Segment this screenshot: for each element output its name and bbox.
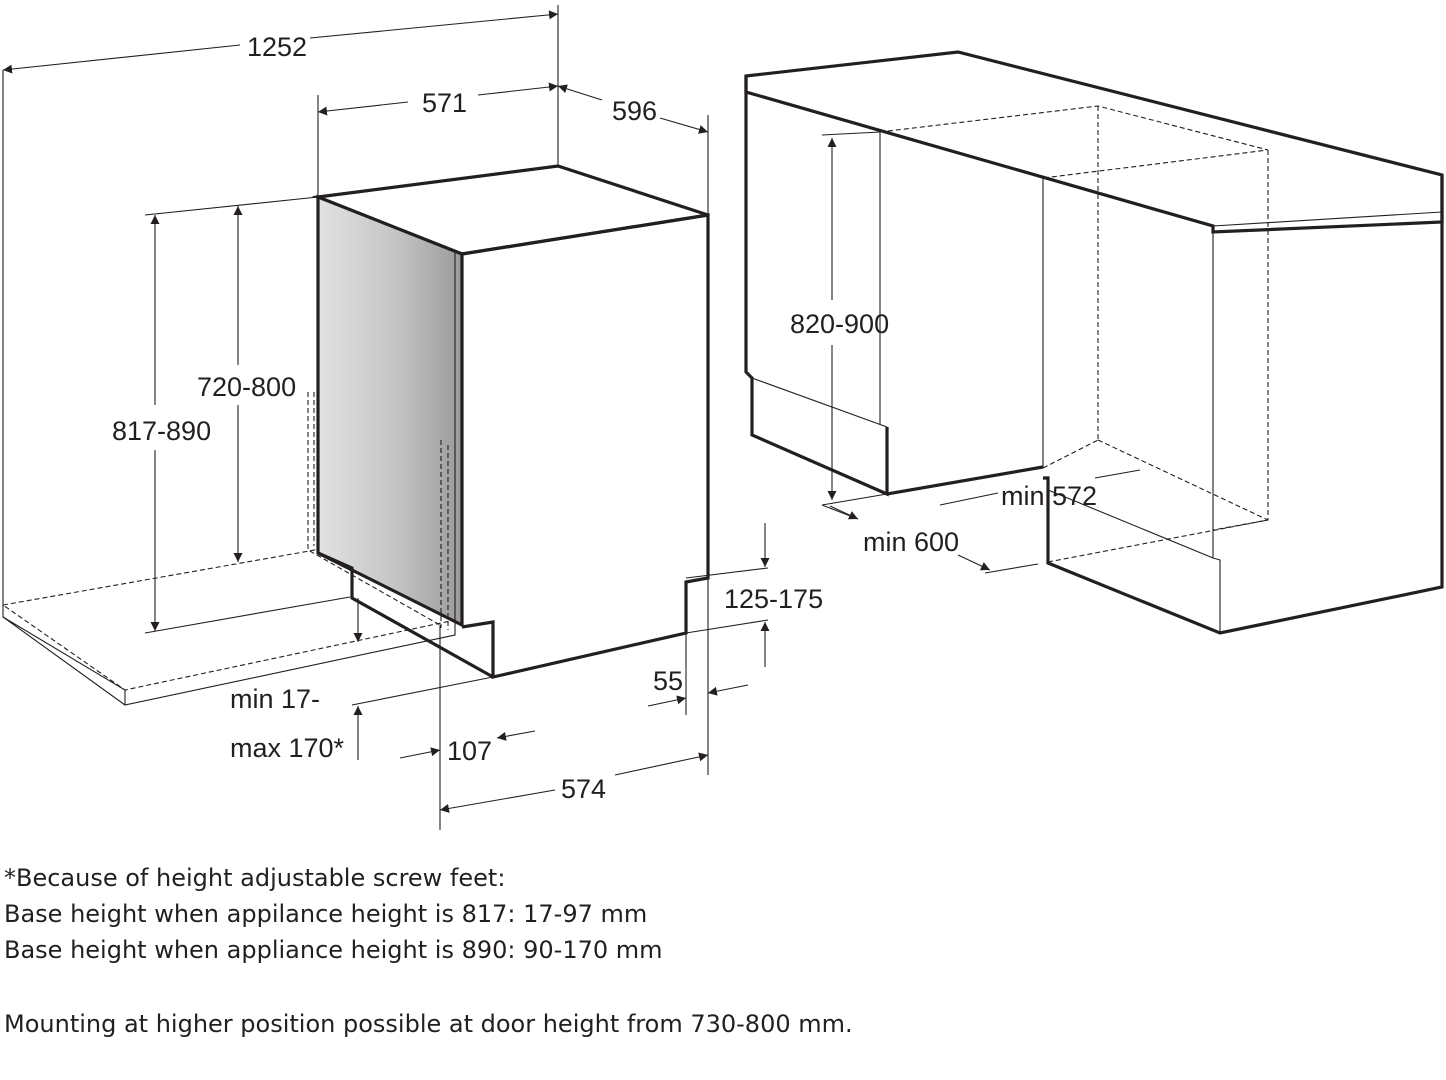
footnote-base-817: Base height when appilance height is 817… — [4, 900, 648, 928]
dim-appliance-height: 817-890 — [112, 416, 211, 446]
dim-base-height-min: min 17- — [230, 684, 320, 714]
dim-niche-depth: min 572 — [1001, 481, 1097, 511]
dim-appliance-width: 571 — [422, 88, 467, 118]
dim-foot-offset: 107 — [447, 736, 492, 766]
dim-plinth-height: 125-175 — [724, 584, 823, 614]
dim-niche-width: min 600 — [863, 527, 959, 557]
footnote-screw-feet: *Because of height adjustable screw feet… — [4, 864, 506, 892]
footnote-base-890: Base height when appliance height is 890… — [4, 936, 663, 964]
dim-plinth-recess: 55 — [653, 666, 683, 696]
dimension-lines-right — [821, 131, 1141, 574]
footnote-mounting: Mounting at higher position possible at … — [4, 1010, 853, 1038]
dim-door-height: 720-800 — [197, 372, 296, 402]
dim-appliance-depth: 596 — [612, 96, 657, 126]
dim-base-height-max: max 170* — [230, 733, 345, 763]
dim-niche-height: 820-900 — [790, 309, 889, 339]
dimension-lines-left — [2, 5, 770, 830]
kitchen-niche — [744, 50, 1444, 635]
dim-depth-bottom: 574 — [561, 774, 606, 804]
dishwasher-body — [307, 164, 710, 680]
installation-diagram: 1252 571 596 817-890 720-800 min 17- max… — [1, 5, 1444, 830]
dim-overall-width: 1252 — [247, 32, 307, 62]
